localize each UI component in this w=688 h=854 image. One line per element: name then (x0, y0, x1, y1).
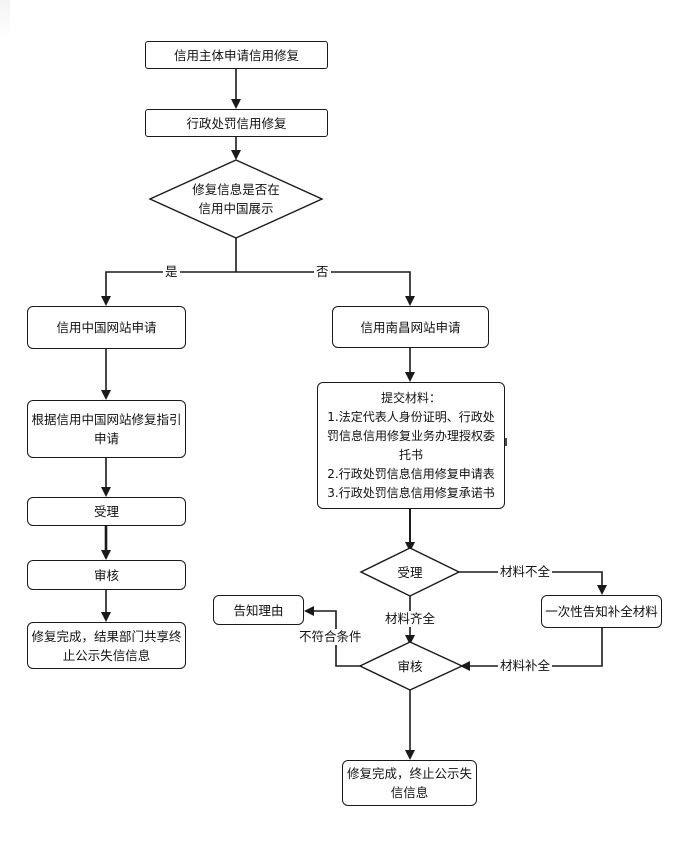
node-admin-penalty-repair: 行政处罚信用修复 (145, 109, 328, 137)
node-one-time-notice: 一次性告知补全材料 (541, 595, 662, 628)
decision-review (358, 641, 464, 691)
edge-label-no: 否 (314, 264, 331, 280)
node-nanchang-apply: 信用南昌网站申请 (332, 306, 489, 348)
node-final-complete: 修复完成，终止公示失 信信息 (342, 760, 477, 806)
node-final-complete-text: 修复完成，终止公示失 信信息 (346, 766, 472, 800)
node-follow-guide: 根据信用中国网站修复指引 申请 (27, 400, 186, 458)
edge-label-complete: 材料齐全 (383, 611, 438, 627)
decision-on-display-line1: 修复信息是否在 (192, 182, 280, 197)
node-left-accept: 受理 (27, 497, 186, 526)
node-apply-credit-repair-text: 信用主体申请信用修复 (173, 47, 299, 63)
edge-yes (101, 271, 236, 306)
decision-review-text: 审核 (397, 659, 423, 674)
decision-on-display (148, 159, 324, 239)
node-notify-reason-text: 告知理由 (233, 602, 284, 618)
node-submit-materials-text: 提交材料： 1.法定代表人身份证明、行政处 罚信息信用修复业务办理授权委 托书 … (326, 390, 495, 500)
node-left-accept-text: 受理 (93, 504, 119, 519)
node-notify-reason: 告知理由 (213, 595, 304, 625)
edge-label-supplemented: 材料补全 (498, 658, 553, 674)
node-left-review-text: 审核 (93, 567, 119, 583)
node-nanchang-apply-text: 信用南昌网站申请 (360, 319, 461, 335)
node-left-complete: 修复完成，结果部门共享终 止公示失信信息 (27, 622, 186, 669)
node-left-complete-text: 修复完成，结果部门共享终 止公示失信信息 (31, 628, 182, 663)
edge-label-incomplete: 材料不全 (498, 564, 553, 580)
node-left-review: 审核 (27, 560, 186, 590)
decision-accept (359, 547, 461, 597)
node-admin-penalty-repair-text: 行政处罚信用修复 (186, 115, 287, 131)
node-follow-guide-text: 根据信用中国网站修复指引 申请 (31, 412, 182, 446)
decision-accept-text: 受理 (397, 565, 423, 580)
edge-no (236, 271, 415, 306)
node-one-time-notice-text: 一次性告知补全材料 (545, 604, 658, 619)
node-apply-credit-repair: 信用主体申请信用修复 (145, 41, 328, 69)
decision-on-display-line2: 信用中国展示 (198, 201, 274, 216)
page-edge-shade (0, 0, 10, 40)
node-creditchina-apply-text: 信用中国网站申请 (56, 320, 157, 335)
edge-label-not-meet: 不符合条件 (297, 629, 364, 645)
node-submit-materials: 提交材料： 1.法定代表人身份证明、行政处 罚信息信用修复业务办理授权委 托书 … (317, 382, 505, 509)
edge-label-yes: 是 (163, 264, 180, 280)
decision-on-display-text: 修复信息是否在 信用中国展示 (170, 180, 302, 218)
node-creditchina-apply: 信用中国网站申请 (27, 306, 186, 349)
